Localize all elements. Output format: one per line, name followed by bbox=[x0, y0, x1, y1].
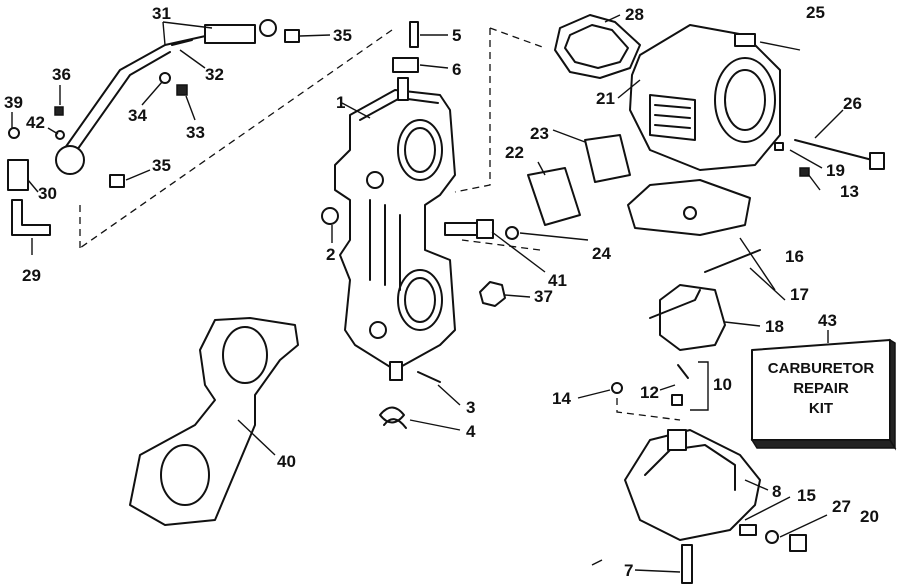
callout-36: 36 bbox=[52, 65, 71, 84]
carburetor-body bbox=[334, 77, 456, 381]
callout-3: 3 bbox=[466, 398, 475, 417]
callout-39: 39 bbox=[4, 93, 23, 112]
callout-numbers: 1 2 3 4 5 6 7 8 10 12 13 14 15 16 17 18 … bbox=[4, 3, 879, 580]
callout-26: 26 bbox=[843, 94, 862, 113]
callout-18: 18 bbox=[765, 317, 784, 336]
callout-30: 30 bbox=[38, 184, 57, 203]
callout-22: 22 bbox=[505, 143, 524, 162]
callout-19: 19 bbox=[826, 161, 845, 180]
callout-8: 8 bbox=[772, 482, 781, 501]
callout-24: 24 bbox=[592, 244, 611, 263]
callout-41: 41 bbox=[548, 271, 567, 290]
kit-label-line1: CARBURETOR bbox=[768, 360, 875, 377]
callout-15: 15 bbox=[797, 486, 816, 505]
leader-lines bbox=[11, 14, 844, 573]
callout-31: 31 bbox=[152, 4, 171, 23]
callout-1: 1 bbox=[336, 93, 345, 112]
callout-4: 4 bbox=[466, 422, 476, 441]
kit-label-line2: REPAIR bbox=[793, 380, 849, 397]
intake-gasket bbox=[129, 317, 299, 526]
callout-7: 7 bbox=[624, 561, 633, 580]
callout-23: 23 bbox=[530, 124, 549, 143]
callout-5: 5 bbox=[452, 26, 461, 45]
float-bowl-gasket-28 bbox=[554, 14, 641, 79]
callout-35-left: 35 bbox=[152, 156, 171, 175]
callout-29: 29 bbox=[22, 266, 41, 285]
callout-10: 10 bbox=[713, 375, 732, 394]
callout-42: 42 bbox=[26, 113, 45, 132]
callout-32: 32 bbox=[205, 65, 224, 84]
callout-40: 40 bbox=[277, 452, 296, 471]
callout-2: 2 bbox=[326, 245, 335, 264]
float-18 bbox=[649, 284, 726, 351]
callout-13: 13 bbox=[840, 182, 859, 201]
repair-kit-box: CARBURETOR REPAIR KIT bbox=[750, 338, 897, 451]
callout-21: 21 bbox=[596, 89, 615, 108]
callout-33: 33 bbox=[186, 123, 205, 142]
callout-12: 12 bbox=[640, 383, 659, 402]
upper-housing-21 bbox=[629, 24, 781, 171]
callout-34: 34 bbox=[128, 106, 147, 125]
callout-43: 43 bbox=[818, 311, 837, 330]
gasket-16 bbox=[627, 179, 751, 236]
kit-label-line3: KIT bbox=[809, 400, 833, 417]
float-bowl-8 bbox=[624, 429, 761, 541]
callout-25: 25 bbox=[806, 3, 825, 22]
plate-22 bbox=[527, 167, 581, 226]
callout-37: 37 bbox=[534, 287, 553, 306]
callout-28: 28 bbox=[625, 5, 644, 24]
callout-35-top: 35 bbox=[333, 26, 352, 45]
callout-20: 20 bbox=[860, 507, 879, 526]
callout-27: 27 bbox=[832, 497, 851, 516]
hardware bbox=[7, 19, 885, 584]
callout-6: 6 bbox=[452, 60, 461, 79]
callout-17: 17 bbox=[790, 285, 809, 304]
plate-23 bbox=[584, 134, 631, 183]
callout-16: 16 bbox=[785, 247, 804, 266]
alignment-lines bbox=[79, 27, 681, 421]
callout-14: 14 bbox=[552, 389, 571, 408]
